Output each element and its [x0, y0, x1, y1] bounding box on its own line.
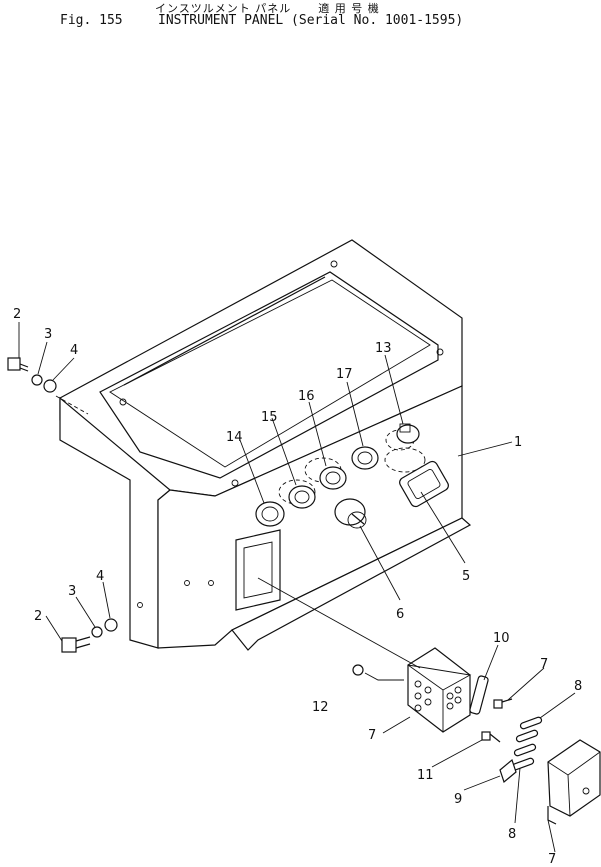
terminal-block-assembly: [257, 577, 601, 825]
bolt-2-lower: [61, 636, 91, 653]
callout-4-lower: 4: [96, 569, 104, 584]
callout-3-lower: 3: [68, 584, 76, 599]
figure-title: INSTRUMENT PANEL (Serial No. 1001-1595): [158, 13, 464, 28]
callout-9: 9: [454, 792, 462, 807]
switch-14: [255, 501, 285, 527]
panel-switches: [255, 423, 449, 529]
switch-15: [278, 479, 316, 509]
callout-13: 13: [375, 341, 392, 356]
instrument-panel-housing: [59, 239, 472, 651]
leader-lines: [18, 322, 576, 853]
callout-2-lower: 2: [34, 609, 42, 624]
screw-set-upper: [7, 357, 89, 415]
figure-number: Fig. 155: [60, 13, 123, 28]
switch-13: [385, 423, 420, 451]
screw-7-right: [493, 698, 513, 709]
pins-8: [511, 716, 543, 771]
callout-8-bottom: 8: [508, 827, 516, 842]
callout-7-cover: 7: [548, 852, 556, 867]
switch-17: [351, 446, 379, 470]
callout-12: 12: [312, 700, 329, 715]
bolt-2-upper: [7, 357, 29, 372]
japanese-title: インスツルメント パネル 適 用 号 機: [155, 2, 380, 15]
switch-16: [304, 457, 347, 490]
callout-6: 6: [396, 607, 404, 622]
callout-17: 17: [336, 367, 353, 382]
washer-3-lower: [91, 626, 103, 638]
callout-15: 15: [261, 410, 278, 425]
washer-4-lower: [104, 618, 118, 632]
washer-3-upper: [31, 374, 43, 386]
callout-labels: 2 3 4 2 3 4 1 5 6 7 7 7 8 8 9 10 11 12 1…: [13, 307, 582, 867]
callout-3-upper: 3: [44, 327, 52, 342]
plate-9: [499, 758, 517, 784]
callout-11: 11: [417, 768, 434, 783]
diagram-header: インスツルメント パネル 適 用 号 機 Fig. 155 INSTRUMENT…: [0, 0, 601, 40]
callout-7-left: 7: [368, 728, 376, 743]
callout-4-upper: 4: [70, 343, 78, 358]
rocker-switch-5: [384, 447, 449, 508]
washer-4-upper: [43, 379, 57, 393]
strip-10: [469, 675, 489, 715]
callout-8-top: 8: [574, 679, 582, 694]
callout-1: 1: [514, 435, 522, 450]
screw-11: [481, 731, 501, 743]
key-switch-6: [334, 498, 367, 529]
callout-5: 5: [462, 569, 470, 584]
callout-14: 14: [226, 430, 243, 445]
callout-10: 10: [493, 631, 510, 646]
callout-16: 16: [298, 389, 315, 404]
screw-set-lower: [61, 618, 118, 653]
nut-12: [352, 664, 364, 676]
callout-7-right: 7: [540, 657, 548, 672]
cover-7: [547, 739, 601, 825]
callout-2-upper: 2: [13, 307, 21, 322]
